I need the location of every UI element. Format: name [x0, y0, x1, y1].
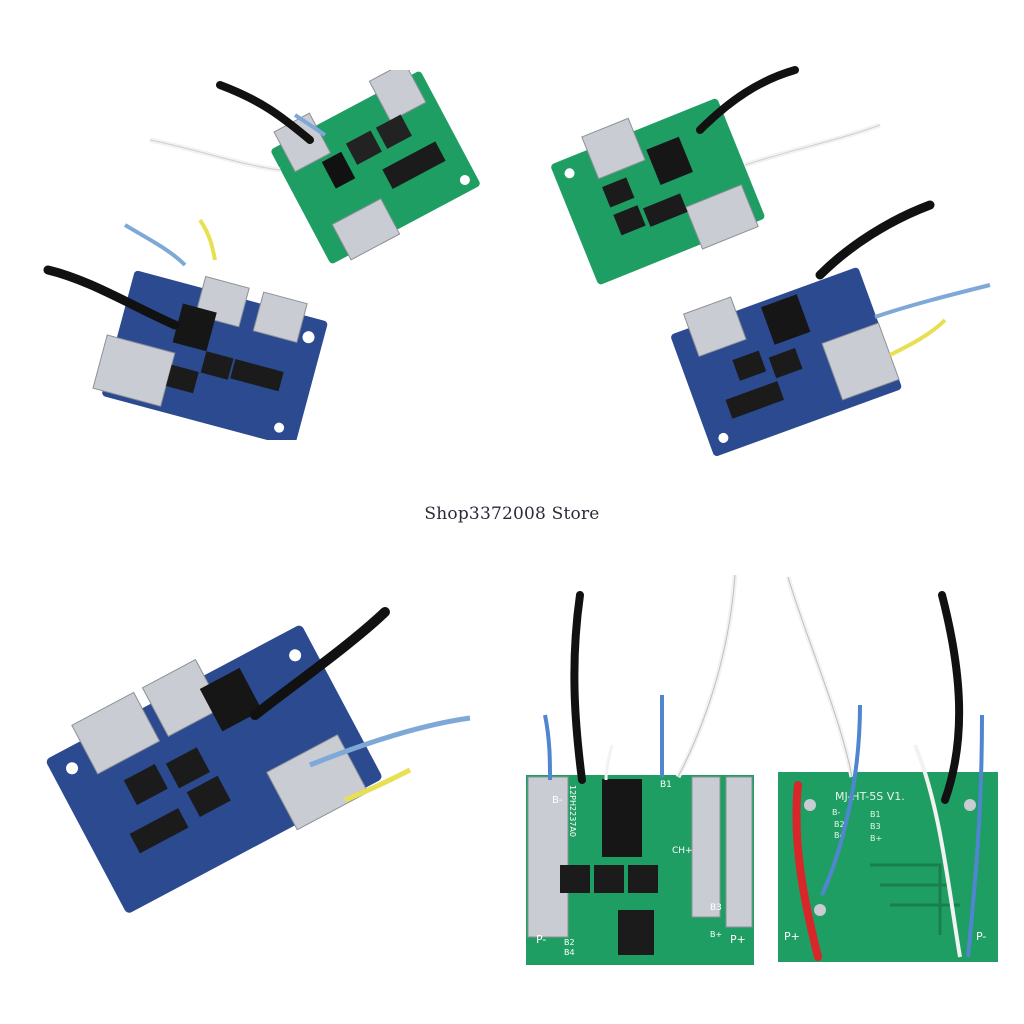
pcb-label: B4 [564, 948, 575, 957]
blue-wire [874, 283, 991, 319]
pcb-label: B4 [834, 831, 845, 840]
pcb-label: B+ [870, 834, 882, 843]
pcb-label: P+ [784, 930, 800, 943]
pcb-label: B- [832, 808, 840, 817]
store-watermark: Shop3372008 Store [424, 504, 600, 524]
black-wire [43, 265, 180, 330]
blue-pcb-board [46, 625, 382, 913]
white-wire [675, 574, 738, 779]
pcb-label: B3 [870, 822, 881, 831]
blue-wire [309, 715, 471, 768]
pcb-label: B- [552, 795, 563, 806]
black-wire [815, 200, 935, 280]
white-wire [604, 744, 614, 781]
green-pcb-board [271, 70, 480, 264]
photo-top-left [40, 70, 480, 440]
black-wire [938, 591, 964, 804]
black-wire [216, 81, 314, 144]
pcb-label: P- [536, 933, 546, 946]
green-pcb-board-front [526, 775, 754, 965]
yellow-wire [889, 318, 947, 357]
yellow-wire [344, 767, 412, 803]
pcb-label: MJ-HT-5S V1. [835, 790, 905, 803]
pcb-label: P- [976, 930, 986, 943]
blue-wire [543, 714, 552, 781]
pcb-label: P+ [730, 933, 746, 946]
pcb-label: B+ [710, 930, 722, 939]
pcb-label: CH+ [672, 846, 693, 856]
white-wire [913, 744, 962, 958]
photo-bottom-left [30, 600, 480, 960]
red-wire [792, 781, 822, 961]
pcb-label: B2 [834, 820, 845, 829]
blue-wire [820, 704, 862, 896]
pcb-label: 12PH2237A0 [568, 785, 577, 837]
blue-pcb-board [671, 267, 902, 457]
pcb-label: B2 [564, 938, 575, 947]
blue-pcb-board [92, 270, 328, 440]
blue-wire [966, 714, 984, 958]
yellow-wire [198, 218, 217, 261]
green-pcb-board [551, 98, 765, 285]
pcb-label: B3 [710, 903, 722, 913]
pcb-label: B1 [660, 780, 672, 790]
pcb-label: B1 [870, 810, 881, 819]
black-wire [696, 66, 799, 134]
blue-wire [293, 113, 327, 137]
black-wire [570, 591, 586, 784]
photo-top-right [540, 55, 1010, 465]
black-wire [250, 607, 390, 720]
photo-bottom-right: B- B1 B3 B2 B4 B+ CH+ P- P+ 12PH2237A0 M… [520, 565, 1010, 975]
blue-wire [123, 223, 187, 267]
